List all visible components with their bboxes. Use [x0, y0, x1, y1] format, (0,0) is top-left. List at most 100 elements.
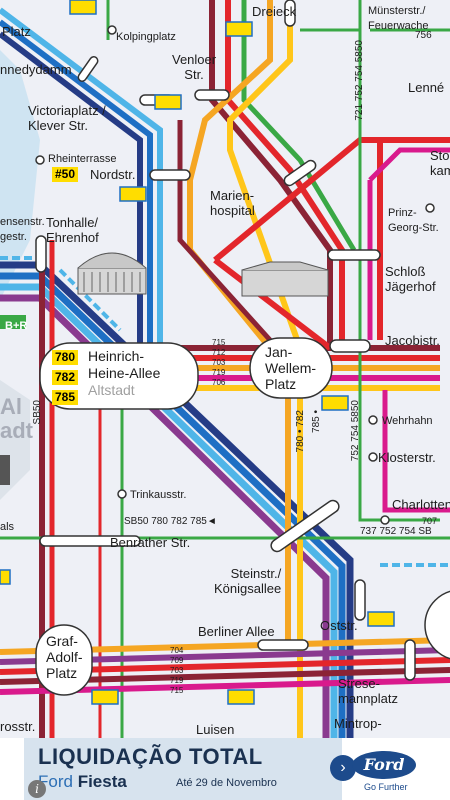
label-trinkausstr: Trinkausstr.: [130, 489, 187, 501]
station-heinrich-heine[interactable]: [39, 342, 199, 410]
label-wehrhahn: Wehrhahn: [382, 415, 433, 427]
label-charlotten: Charlotten-: [392, 497, 450, 512]
line-number-707: 707: [422, 516, 438, 526]
line-number-sb50-vert: SB50: [32, 400, 43, 425]
label-nnedydamm: nnedydamm: [0, 62, 72, 77]
label-als: als: [0, 521, 15, 533]
train-icon: [0, 455, 10, 485]
line-number-752: 752 754 5850: [350, 400, 361, 462]
label-graf: Graf- Adolf- Platz: [46, 633, 83, 681]
ad-banner[interactable]: LIQUIDAÇÃO TOTAL Ford Fiesta Até 29 de N…: [0, 738, 450, 800]
station-graf-adolf[interactable]: [35, 624, 93, 696]
route-line-darkred-north: [209, 0, 333, 348]
label-steinstr: Steinstr./ Königsallee: [214, 566, 282, 596]
stop-berliner[interactable]: [257, 639, 309, 651]
label-lenne: Lenné: [408, 80, 445, 95]
ford-tagline: Go Further: [364, 782, 408, 792]
stop-jacobistr[interactable]: [329, 339, 371, 353]
label-altstadt-area: Al adt: [0, 394, 33, 443]
line-number-780: 780 • 782: [295, 410, 306, 453]
label-marienhospital: Marien- hospital: [210, 188, 255, 218]
line-number-721: 721 752 754 5850: [354, 40, 365, 121]
label-rheinterrasse: Rheinterrasse: [48, 153, 117, 165]
route-line-lightblue: [0, 7, 163, 360]
ad-model: Ford Fiesta: [38, 772, 127, 791]
label-schloss: Schloß Jägerhof: [385, 264, 436, 294]
route-line-green-east: [358, 0, 440, 522]
label-tonhalle: Tonhalle/ Ehrenhof: [46, 215, 99, 245]
label-rosstr: rosstr.: [0, 719, 36, 734]
ad-title: LIQUIDAÇÃO TOTAL: [38, 744, 263, 769]
label-jacobistr: Jacobistr.: [385, 333, 440, 348]
transit-map[interactable]: Platz Kolpingplatz Dreieck Münsterstr./ …: [0, 0, 450, 738]
label-gestr: ensenstr. gestr.: [0, 216, 45, 243]
stop-marienhospital[interactable]: [282, 159, 317, 188]
route-line-darkred-2: [177, 120, 272, 342]
chevron-right-icon[interactable]: ›: [330, 755, 356, 781]
stop-benrather[interactable]: [39, 535, 141, 547]
route-line-blue: [0, 19, 153, 360]
stop-rheinterrasse[interactable]: [35, 155, 45, 165]
label-oststr: Oststr.: [320, 618, 358, 633]
label-heinrich: Heinrich- Heine-Allee: [88, 348, 161, 381]
label-platz: Platz: [2, 24, 31, 39]
label-muensterstr: Münsterstr./ Feuerwache: [368, 5, 429, 32]
line-number-stack: 715 712 703 719 706: [212, 338, 226, 387]
label-kolpingplatz: Kolpingplatz: [116, 31, 176, 43]
stop-trinkausstr[interactable]: [117, 489, 127, 499]
stop-prinz[interactable]: [425, 203, 435, 213]
route-line-magenta: [368, 147, 450, 182]
route-line-red-north: [225, 0, 345, 348]
label-mintrop: Mintrop-: [334, 716, 382, 731]
stop-schloss[interactable]: [327, 249, 381, 261]
bike-ride-badge: [0, 315, 26, 329]
stop-tonhalle[interactable]: [35, 235, 47, 273]
badge-785: 785: [52, 390, 79, 405]
station-jan-wellem[interactable]: [249, 337, 333, 399]
station-hbf-partial[interactable]: [424, 590, 450, 660]
label-prinz: Prinz- Georg-Str.: [388, 207, 439, 234]
label-sto: Sto kamp: [430, 148, 450, 178]
rhine-river: [0, 50, 40, 300]
stop-dreieck[interactable]: [284, 0, 296, 27]
info-icon[interactable]: i: [28, 780, 46, 798]
stop-kolping[interactable]: [77, 55, 100, 83]
ad-creative[interactable]: LIQUIDAÇÃO TOTAL Ford Fiesta Até 29 de N…: [24, 738, 356, 800]
stop-venloer[interactable]: [194, 89, 230, 101]
badge-780: 780: [52, 350, 79, 365]
line-number-785: 785 •: [311, 410, 322, 433]
label-klosterstr: Klosterstr.: [378, 450, 436, 465]
label-benrather: Benrather Str.: [110, 535, 191, 550]
line-number-737: 737 752 754 SB: [360, 526, 432, 537]
label-stresemann: Strese- mannplatz: [338, 676, 398, 706]
label-janwellem: Jan- Wellem- Platz: [265, 344, 317, 392]
stop-charlotten[interactable]: [380, 515, 390, 525]
museum-building-icon: [241, 261, 329, 297]
label-br: B+R: [5, 320, 28, 332]
stop-klosterstr[interactable]: [368, 452, 378, 462]
label-luisen: Luisen: [196, 722, 235, 737]
stop-nordstr[interactable]: [149, 169, 191, 181]
badge-782: 782: [52, 370, 79, 385]
route-line-yellow-north: [227, 0, 303, 349]
label-venloer: Venloer Str.: [172, 52, 217, 82]
stop-oststr[interactable]: [354, 579, 366, 621]
route-line-green-north: [241, 0, 357, 252]
heinrich-badges: 780 782 785: [52, 348, 82, 408]
ford-logo[interactable]: Ford: [352, 751, 416, 779]
label-nordstr: Nordstr.: [90, 167, 136, 182]
label-victoriaplatz: Victoriaplatz / Klever Str.: [28, 103, 106, 133]
line-number-756: 756: [415, 30, 432, 41]
line-number-stack-south: 704 709 703 719 715: [170, 646, 184, 695]
stop-wehrhahn[interactable]: [368, 415, 378, 425]
label-dreieck: Dreieck: [252, 4, 297, 19]
tonhalle-building-icon: [77, 252, 147, 295]
badge-50: #50: [52, 167, 79, 182]
stop-stresemann[interactable]: [404, 639, 416, 681]
line-number-sb50: SB50 780 782 785◄: [124, 516, 217, 527]
stop-steinstr[interactable]: [269, 498, 341, 554]
label-berliner: Berliner Allee: [198, 624, 275, 639]
label-altstadt: Altstadt: [88, 382, 135, 398]
stop-kolpingplatz[interactable]: [107, 25, 117, 35]
ad-date: Até 29 de Novembro: [176, 777, 277, 789]
